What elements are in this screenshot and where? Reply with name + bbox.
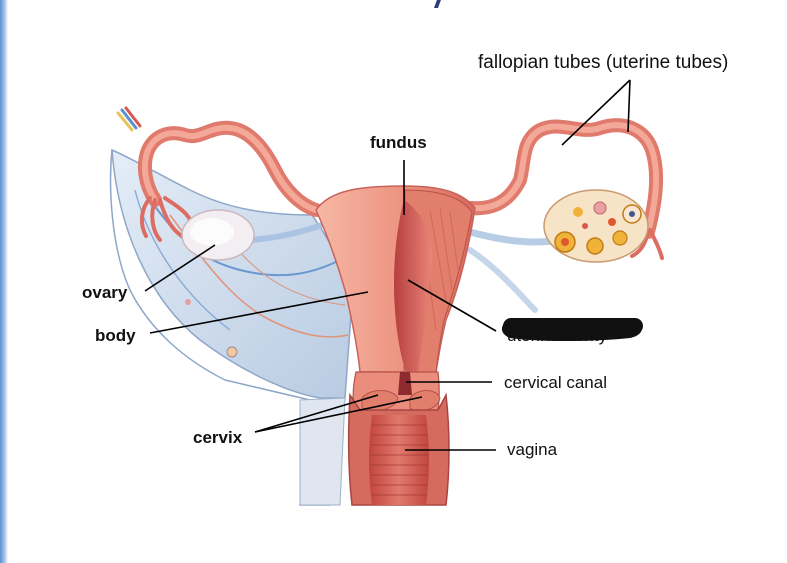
vaginal-rugae	[370, 424, 428, 496]
ligament-fold	[109, 149, 346, 506]
ligament-lower-panel	[299, 397, 346, 506]
ligament-node-1	[226, 346, 238, 358]
label-ovary: ovary	[82, 283, 128, 302]
leader-lines	[144, 79, 631, 451]
leader-cervix-1	[254, 394, 379, 433]
leader-cervix-2	[254, 396, 423, 433]
leader-fallopian-left	[561, 79, 631, 146]
cut-vessels	[116, 106, 142, 132]
label-cervix: cervix	[193, 428, 243, 447]
slide-left-border	[0, 0, 8, 563]
leader-ovary	[144, 244, 216, 292]
label-body: body	[95, 326, 136, 345]
round-ligament-right	[467, 247, 538, 313]
redaction-overlay	[503, 318, 643, 334]
cervical-canal	[398, 372, 412, 395]
label-fallopian-tubes: fallopian tubes (uterine tubes)	[478, 52, 729, 73]
leader-body	[149, 291, 369, 334]
leader-fallopian-right	[627, 79, 631, 133]
leader-uterine-cavity	[407, 279, 497, 332]
label-fundus: fundus	[370, 133, 427, 152]
label-cervical-canal: cervical canal	[504, 373, 607, 392]
label-vagina: vagina	[507, 440, 558, 459]
fimbriae-left	[139, 196, 194, 242]
ovarian-follicles	[554, 201, 642, 255]
vaginal-canal	[369, 415, 429, 505]
ligament-node-2	[185, 299, 191, 305]
uterine-cavity	[394, 200, 433, 372]
